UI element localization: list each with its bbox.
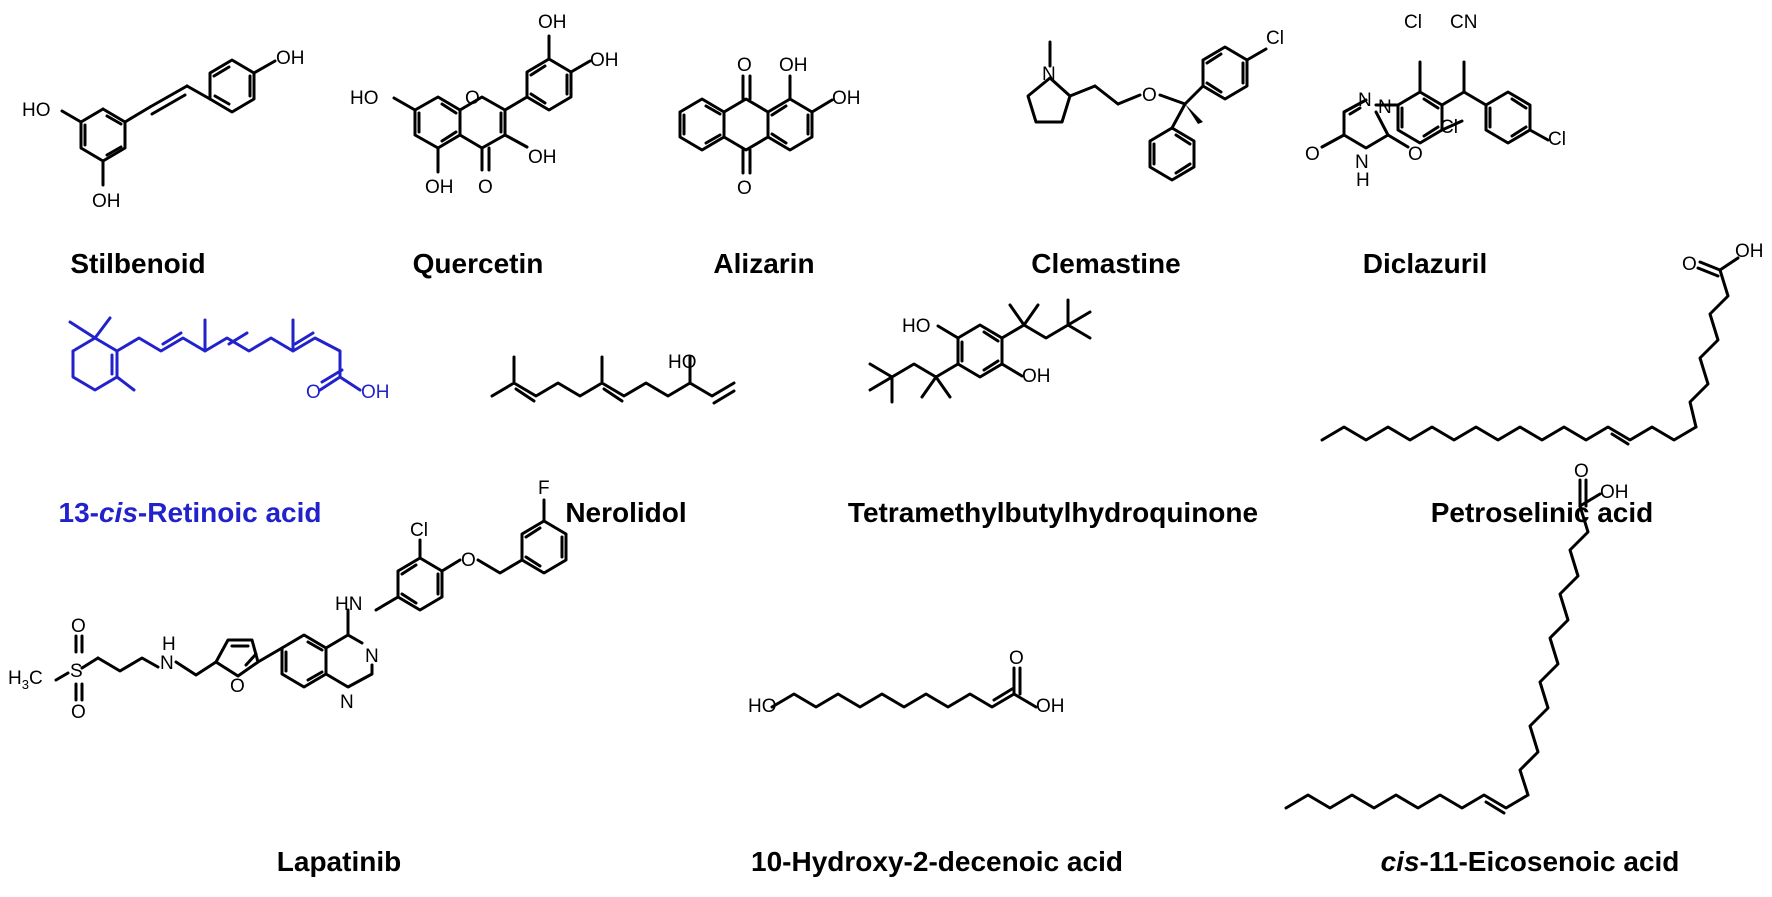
label-diclazuril: Diclazuril [1362, 248, 1488, 279]
hda-structure: HO O OH [748, 648, 1065, 717]
lapatinib-hn-label: HN [335, 594, 362, 615]
lapatinib-so-bottom-label: O [71, 702, 86, 723]
label-clemastine: Clemastine [1031, 248, 1181, 279]
diclazuril-nh-n-label: N [1355, 152, 1369, 173]
diclazuril-o-left-label: O [1305, 144, 1320, 165]
eicosenoic-o-label: O [1574, 461, 1589, 482]
petroselinic-oh-label: OH [1735, 241, 1764, 262]
quercetin-oh-bottom-label: OH [425, 177, 454, 198]
alizarin-top-o-label: O [737, 55, 752, 76]
stilbenoid-oh-top-label: OH [276, 48, 305, 69]
lapatinib-h3c-label: H3C [8, 668, 43, 692]
clemastine-structure: N O Cl [1026, 28, 1284, 182]
label-nerolidol: Nerolidol [565, 497, 687, 528]
stilbenoid-ho-label: HO [22, 100, 51, 121]
lapatinib-nh-n-label: N [160, 653, 174, 674]
lapatinib-n1-label: N [365, 646, 379, 667]
alizarin-oh-2-label: OH [832, 88, 861, 109]
hda-oh-label: OH [1036, 696, 1065, 717]
lapatinib-nh-h-label: H [162, 634, 176, 655]
petroselinic-o-label: O [1682, 254, 1697, 275]
nerolidol-structure: HO [490, 352, 736, 405]
label-quercetin: Quercetin [412, 248, 544, 279]
diclazuril-n2-label: N [1378, 97, 1392, 118]
tbhq-ho-label: HO [902, 316, 931, 337]
stilbenoid-structure: HO OH OH [22, 48, 305, 212]
lapatinib-so-top-label: O [71, 616, 86, 637]
retinoic-acid-o-label: O [306, 382, 321, 403]
hda-ho-label: HO [748, 696, 777, 717]
quercetin-oh-3-label: OH [528, 147, 557, 168]
label-lapatinib: Lapatinib [276, 846, 402, 877]
clemastine-cl-label: Cl [1266, 28, 1284, 49]
diclazuril-structure: Cl CN Cl Cl N N N H O O [1305, 12, 1566, 191]
retinoic-acid-oh-label: OH [361, 382, 390, 403]
quercetin-ring-o-label: O [465, 88, 480, 109]
diclazuril-cl-right-label: Cl [1548, 129, 1566, 150]
label-13-cis-retinoic-acid: 13-cis-Retinoic acid [58, 497, 322, 528]
lapatinib-f-label: F [538, 478, 550, 499]
lapatinib-cl-label: Cl [410, 520, 428, 541]
hda-o-label: O [1009, 648, 1024, 669]
retinoic-acid-structure: O OH [68, 316, 390, 403]
petroselinic-acid-structure: O OH [1320, 241, 1764, 446]
quercetin-oh-right-label: OH [590, 50, 619, 71]
label-tetramethylbutylhydroquinone: Tetramethylbutylhydroquinone [847, 497, 1259, 528]
diclazuril-cn-label: CN [1450, 12, 1477, 33]
eicosenoic-oh-label: OH [1600, 482, 1629, 503]
quercetin-oh-top-label: OH [538, 12, 567, 33]
lapatinib-structure: H3C S O O H N O N N HN Cl O F [8, 478, 568, 723]
clemastine-o-label: O [1142, 85, 1157, 106]
lapatinib-furan-o-label: O [230, 676, 245, 697]
diclazuril-nh-h-label: H [1356, 170, 1370, 191]
clemastine-n-label: N [1042, 64, 1056, 85]
eicosenoic-acid-structure: O OH [1284, 461, 1629, 815]
diclazuril-n1-label: N [1358, 90, 1372, 111]
tbhq-oh-label: OH [1022, 366, 1051, 387]
label-petroselinic-acid: Petroselinic acid [1430, 497, 1654, 528]
label-alizarin: Alizarin [713, 248, 815, 279]
lapatinib-s-label: S [70, 661, 83, 682]
label-10-hydroxy-2-decenoic-acid: 10-Hydroxy-2-decenoic acid [751, 846, 1123, 877]
alizarin-oh-1-label: OH [779, 55, 808, 76]
label-stilbenoid: Stilbenoid [70, 248, 206, 279]
tbhq-structure: HO OH [868, 298, 1092, 404]
diclazuril-o-right-label: O [1408, 144, 1423, 165]
diclazuril-cl-mid-label: Cl [1440, 117, 1458, 138]
lapatinib-ether-o-label: O [461, 550, 476, 571]
alizarin-structure: O O OH OH [678, 55, 861, 199]
quercetin-ho-label: HO [350, 88, 379, 109]
label-cis-11-eicosenoic-acid: cis-11-Eicosenoic acid [1380, 846, 1680, 877]
nerolidol-ho-label: HO [668, 352, 697, 373]
quercetin-structure: O HO OH O OH OH OH [350, 12, 619, 198]
diclazuril-cl-top-label: Cl [1404, 12, 1422, 33]
lapatinib-n2-label: N [340, 692, 354, 713]
alizarin-bottom-o-label: O [737, 178, 752, 199]
stilbenoid-oh-bottom-label: OH [92, 191, 121, 212]
quercetin-ketone-o-label: O [478, 177, 493, 198]
